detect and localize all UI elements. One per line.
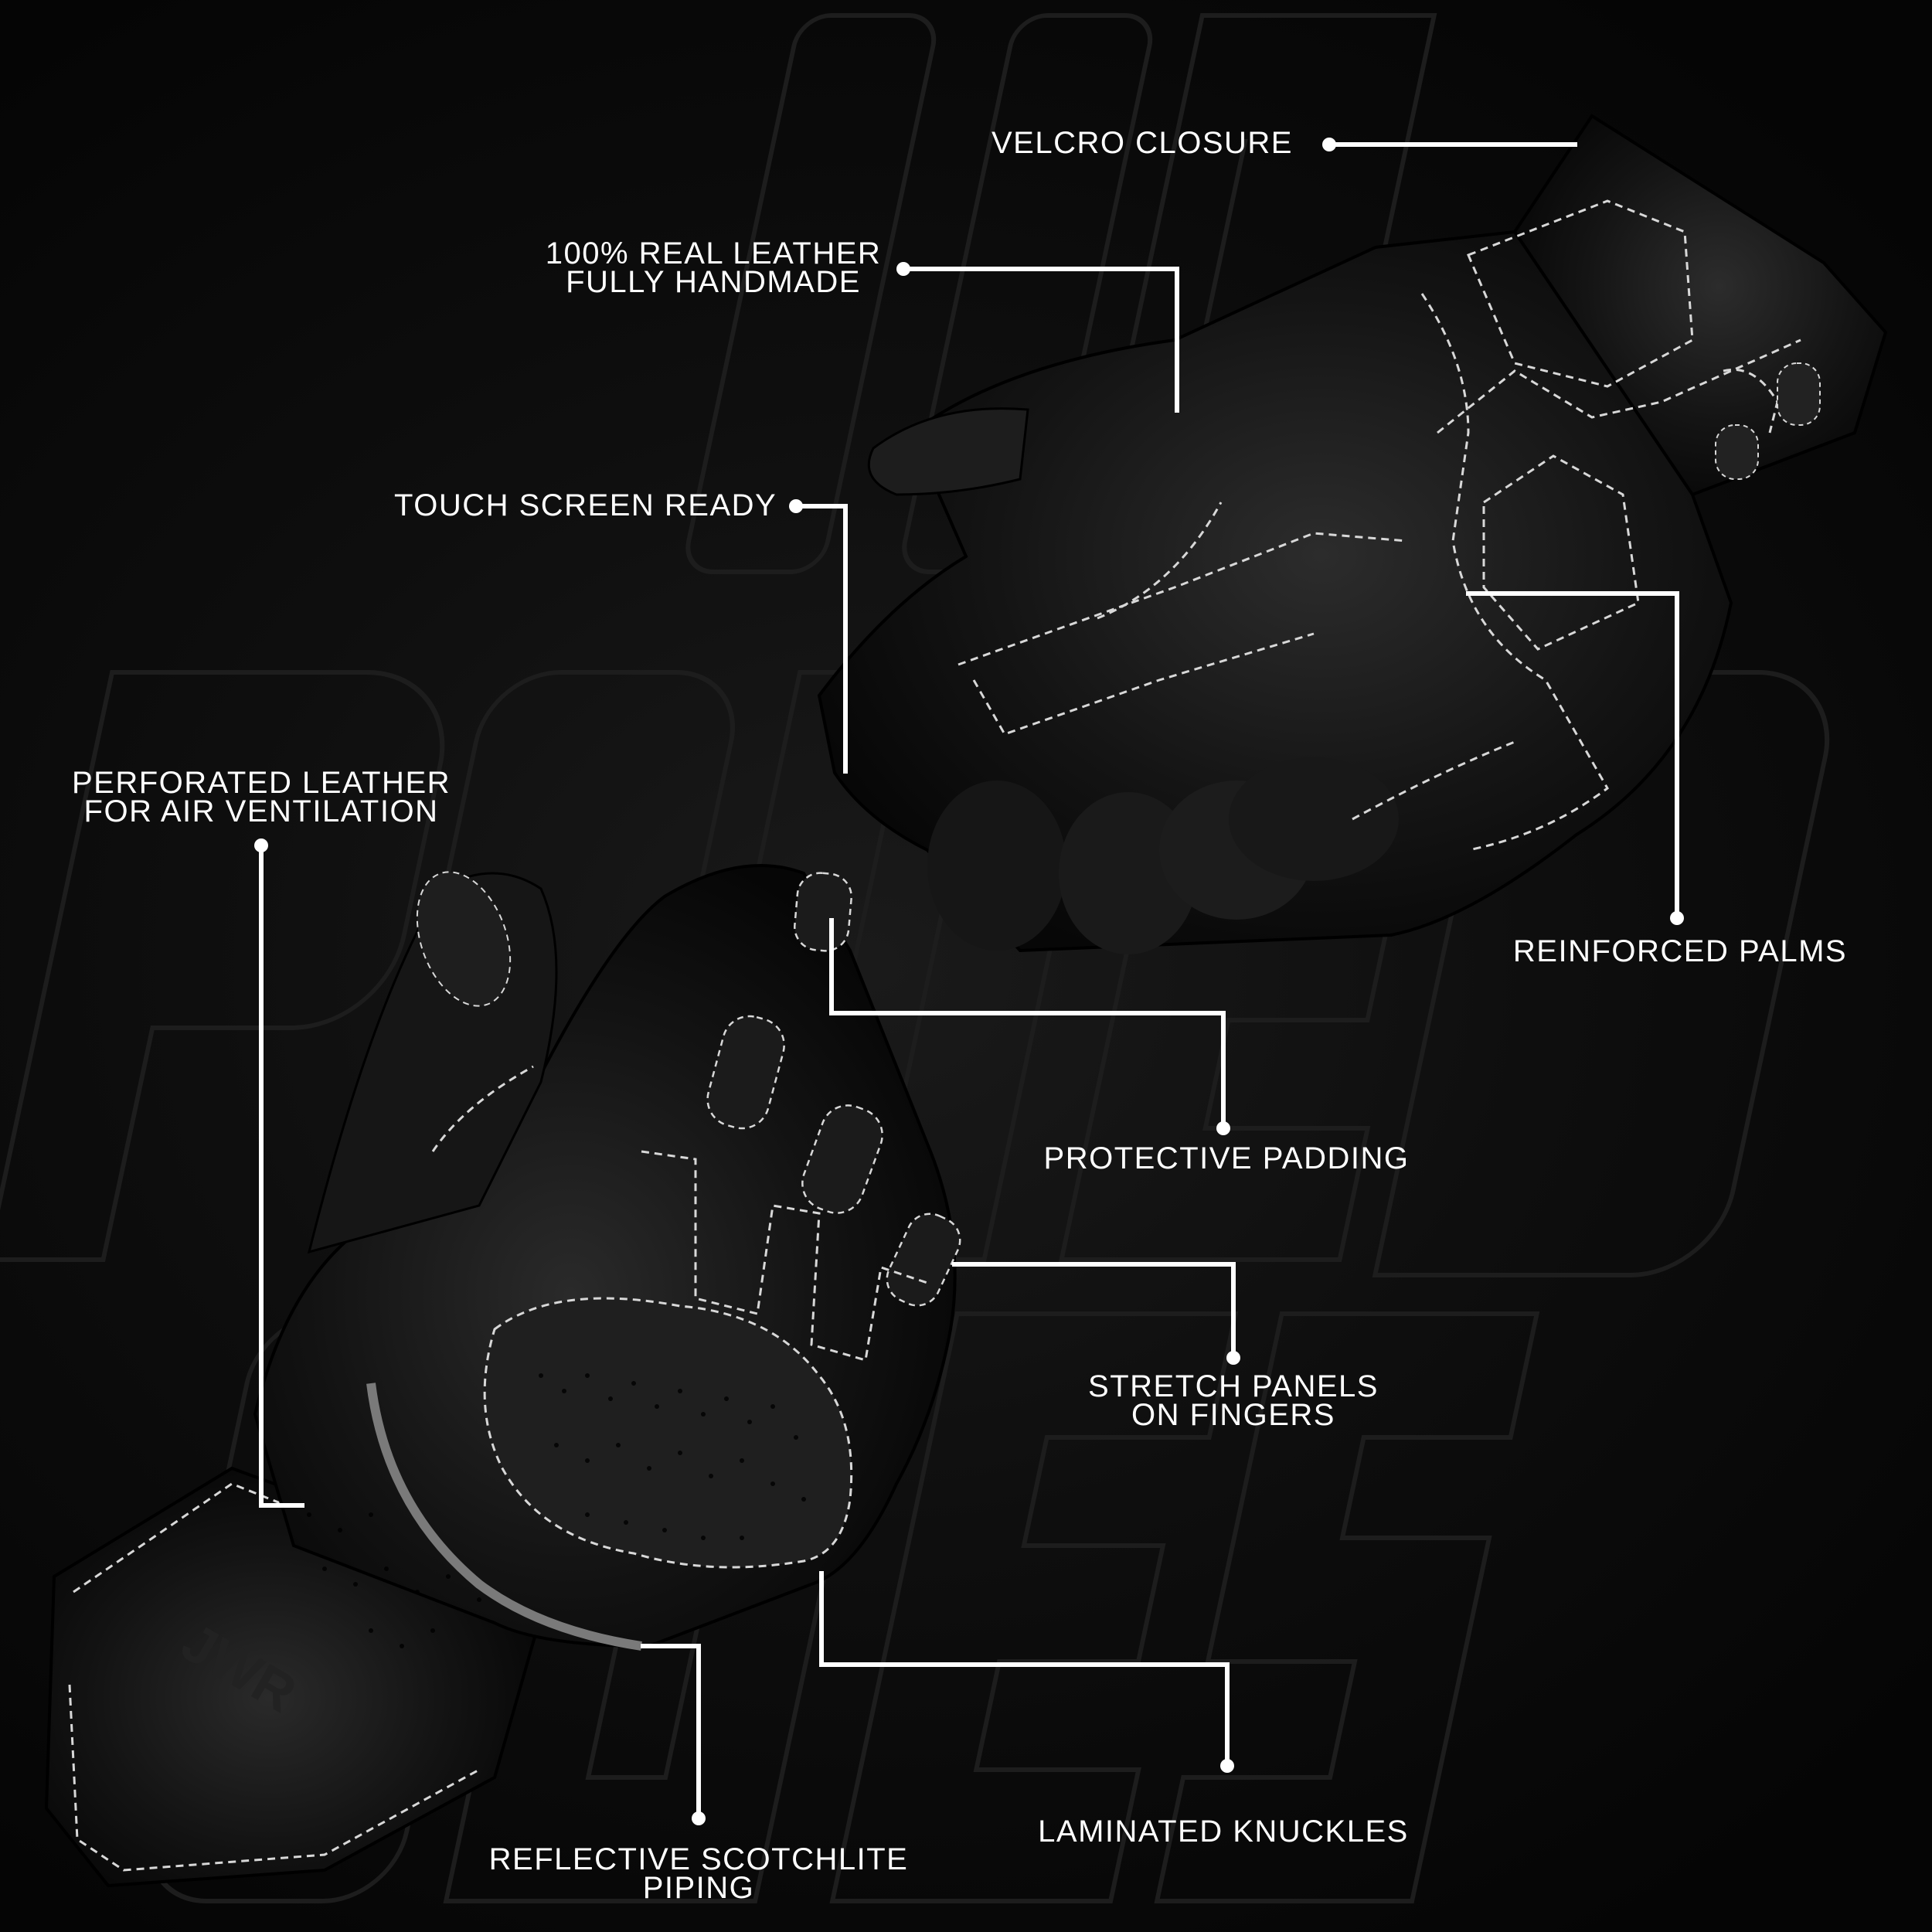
callout-label: FOR AIR VENTILATION (83, 794, 439, 828)
callout-reinforced-palms: REINFORCED PALMS (1512, 934, 1848, 968)
callout-label: REFLECTIVE SCOTCHLITE (488, 1842, 909, 1876)
callout-velcro-closure: VELCRO CLOSURE (992, 126, 1293, 160)
callout-label: VELCRO CLOSURE (992, 126, 1293, 160)
callout-stretch-panels: STRETCH PANELS ON FINGERS (1088, 1369, 1379, 1432)
callout-laminated-knuckles: LAMINATED KNUCKLES (1038, 1815, 1409, 1849)
callout-label: PERFORATED LEATHER (71, 766, 451, 800)
callout-label: STRETCH PANELS (1088, 1369, 1379, 1403)
callout-perforated-leather: PERFORATED LEATHER FOR AIR VENTILATION (71, 766, 451, 828)
callout-label: REINFORCED PALMS (1512, 934, 1848, 968)
callout-label: PROTECTIVE PADDING (1043, 1141, 1410, 1175)
callout-reflective-piping: REFLECTIVE SCOTCHLITE PIPING (488, 1842, 909, 1905)
callout-real-leather: 100% REAL LEATHER FULLY HANDMADE (545, 236, 882, 299)
callout-label: ON FINGERS (1131, 1398, 1335, 1432)
callout-label: PIPING (642, 1871, 755, 1905)
callout-touch-screen: TOUCH SCREEN READY (394, 488, 777, 522)
callout-label: TOUCH SCREEN READY (394, 488, 777, 522)
callout-label: LAMINATED KNUCKLES (1038, 1815, 1409, 1849)
callout-label: FULLY HANDMADE (566, 265, 861, 299)
callout-label: 100% REAL LEATHER (545, 236, 882, 270)
callout-protective-padding: PROTECTIVE PADDING (1043, 1141, 1410, 1175)
